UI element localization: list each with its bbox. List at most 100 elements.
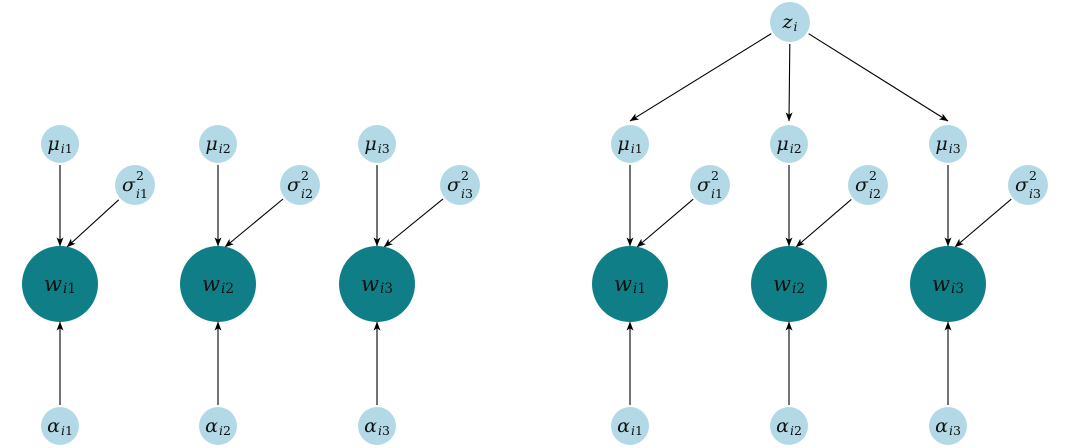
label-subscript: i bbox=[793, 18, 798, 34]
label-base: z bbox=[782, 10, 793, 33]
label-subscript: i1 bbox=[136, 185, 148, 201]
label-subscript: i2 bbox=[218, 140, 231, 156]
label-subscript: i1 bbox=[60, 140, 73, 156]
label-subscript: i1 bbox=[711, 185, 723, 201]
label-superscript: 2 bbox=[301, 168, 309, 183]
label-base: μ bbox=[617, 132, 630, 155]
label-subscript: i1 bbox=[630, 140, 643, 156]
label-base: σ bbox=[287, 173, 301, 196]
label-subscript: i2 bbox=[789, 422, 802, 438]
label-base: w bbox=[44, 271, 63, 296]
label-subscript: i3 bbox=[951, 281, 964, 298]
label-base: α bbox=[617, 414, 630, 437]
label-base: μ bbox=[47, 132, 60, 155]
label-subscript: i2 bbox=[221, 281, 234, 298]
label-base: σ bbox=[855, 173, 869, 196]
label-base: σ bbox=[1015, 173, 1029, 196]
edge-right-z-to-mu3 bbox=[808, 33, 949, 122]
label-subscript: i3 bbox=[377, 140, 390, 156]
label-subscript: i2 bbox=[301, 185, 313, 201]
label-subscript: i3 bbox=[948, 140, 961, 156]
edge-right-z-to-mu2 bbox=[785, 43, 793, 122]
edge-left-sigma2-to-w2 bbox=[224, 198, 284, 248]
label-subscript: i1 bbox=[60, 422, 73, 438]
label-subscript: i3 bbox=[948, 422, 961, 438]
label-subscript: i2 bbox=[792, 281, 805, 298]
label-base: μ bbox=[935, 132, 948, 155]
label-superscript: 2 bbox=[461, 168, 469, 183]
label-subscript: i3 bbox=[461, 185, 473, 201]
edge-left-sigma1-to-w1 bbox=[66, 199, 120, 248]
label-base: α bbox=[364, 414, 377, 437]
label-base: w bbox=[773, 271, 792, 296]
label-superscript: 2 bbox=[136, 168, 144, 183]
edge-left-sigma3-to-w3 bbox=[383, 198, 444, 248]
label-base: α bbox=[205, 414, 218, 437]
edge-right-sigma2-to-w2 bbox=[795, 198, 852, 248]
edge-right-z-to-mu1 bbox=[629, 33, 772, 122]
label-subscript: i2 bbox=[869, 185, 881, 201]
label-superscript: 2 bbox=[711, 168, 719, 183]
label-base: α bbox=[935, 414, 948, 437]
edge-right-sigma1-to-w1 bbox=[636, 198, 694, 248]
label-base: w bbox=[614, 271, 633, 296]
label-subscript: i1 bbox=[633, 281, 646, 298]
label-base: α bbox=[776, 414, 789, 437]
label-base: μ bbox=[205, 132, 218, 155]
label-base: μ bbox=[364, 132, 377, 155]
label-base: w bbox=[932, 271, 951, 296]
